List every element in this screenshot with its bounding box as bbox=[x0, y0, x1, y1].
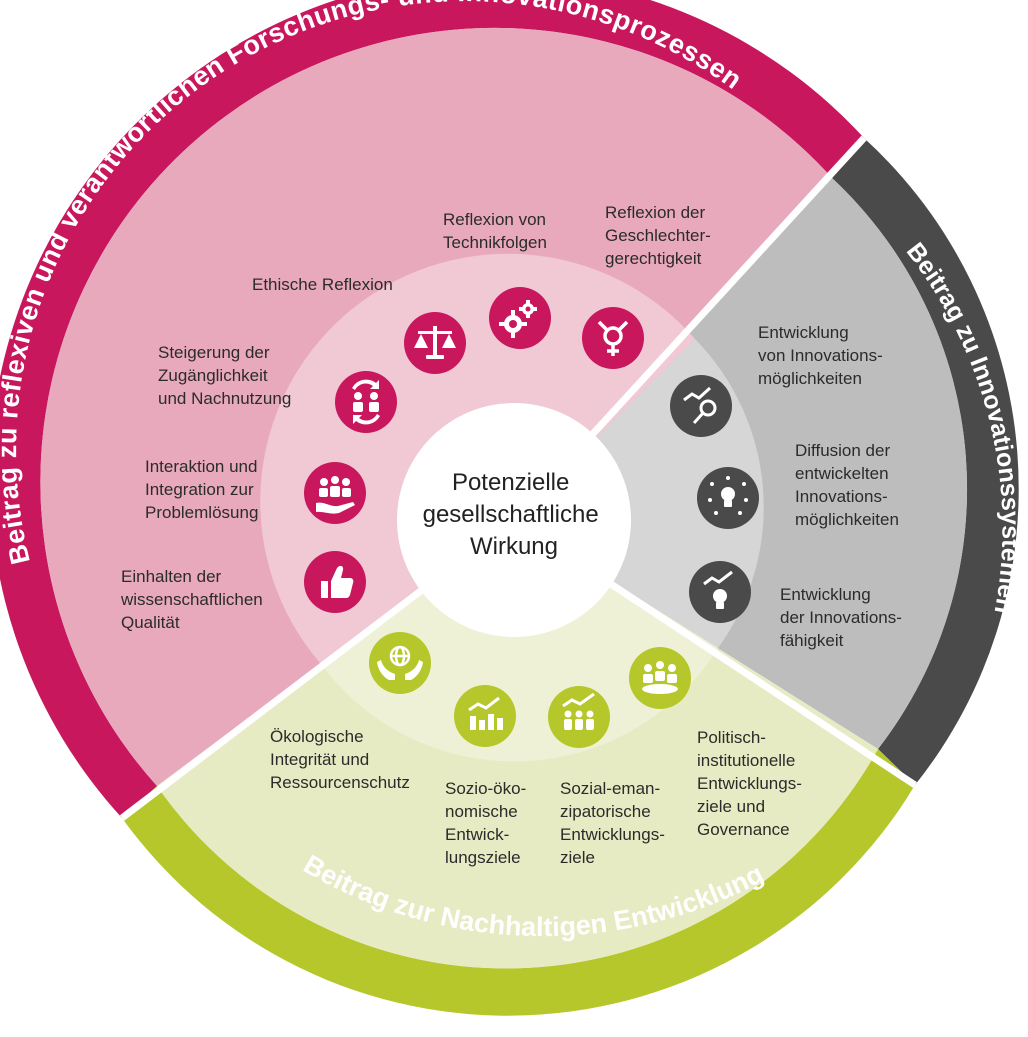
svg-text:Politisch- institutionel: Politisch- institutionelle Entwicklungs-… bbox=[697, 728, 807, 839]
svg-text:Reflexion der Geschlecht: Reflexion der Geschlechter- gerechtigkei… bbox=[605, 203, 716, 268]
item-social-emancipation-line-1: Sozial-eman- bbox=[560, 779, 660, 798]
svg-text:Ökologische Integrität u: Ökologische Integrität und Ressourcensch… bbox=[270, 727, 410, 792]
item-interaction-line-1: Interaktion und bbox=[145, 457, 257, 476]
center-line-3: Wirkung bbox=[470, 533, 558, 560]
item-socio-economic-line-1: Sozio-öko- bbox=[445, 779, 526, 798]
svg-text:Sozio-öko- nomische: Sozio-öko- nomische Entwick- lungsziele bbox=[445, 779, 531, 867]
svg-text:Diffusion der entwickelt: Diffusion der entwickelten Innovations- … bbox=[795, 441, 899, 529]
svg-text:Entwicklung der Innovati: Entwicklung der Innovations- fähigkeit bbox=[780, 585, 907, 650]
item-accessibility-line-3: und Nachnutzung bbox=[158, 389, 291, 408]
item-quality-line-2: wissenschaftlichen bbox=[120, 590, 263, 609]
item-social-emancipation-line-3: Entwicklungs- bbox=[560, 825, 665, 844]
item-ecology-line-3: Ressourcenschutz bbox=[270, 773, 410, 792]
item-quality-line-1: Einhalten der bbox=[121, 567, 222, 586]
ring-band-sustainable bbox=[122, 749, 915, 1016]
item-socio-economic-line-3: Entwick- bbox=[445, 825, 509, 844]
item-political-institutional-line-5: Governance bbox=[697, 820, 790, 839]
item-technology-line-2: Technikfolgen bbox=[443, 233, 547, 252]
item-political-institutional: Politisch- institutionelle Entwicklungs-… bbox=[629, 647, 807, 839]
item-political-institutional-line-1: Politisch- bbox=[697, 728, 766, 747]
item-innovation-opportunities: Entwicklung von Innovations- möglichkeit… bbox=[670, 323, 887, 437]
center-line-1: Potenzielle bbox=[452, 469, 569, 496]
item-social-emancipation-line-4: ziele bbox=[560, 848, 595, 867]
halo-sustainable bbox=[321, 520, 718, 762]
cycle-people-icon bbox=[335, 371, 397, 433]
item-accessibility-line-1: Steigerung der bbox=[158, 343, 270, 362]
item-innovation-capability-line-3: fähigkeit bbox=[780, 631, 844, 650]
svg-text:Ethische Reflexion: Ethische Reflexion bbox=[252, 275, 393, 294]
globe-hands-icon bbox=[369, 632, 431, 694]
gender-icon bbox=[582, 307, 644, 369]
item-ecology-line-1: Ökologische bbox=[270, 727, 364, 746]
item-innovation-capability-line-1: Entwicklung bbox=[780, 585, 871, 604]
item-ethics: Ethische Reflexion bbox=[252, 275, 466, 374]
item-innovation-diffusion: Diffusion der entwickelten Innovations- … bbox=[697, 441, 899, 529]
item-ecology-line-2: Integrität und bbox=[270, 750, 369, 769]
item-technology-line-1: Reflexion von bbox=[443, 210, 546, 229]
item-innovation-opportunities-line-1: Entwicklung bbox=[758, 323, 849, 342]
item-ecology: Ökologische Integrität und Ressourcensch… bbox=[270, 632, 431, 792]
item-quality: Einhalten der wissenschaftlichen Qualitä… bbox=[120, 551, 366, 632]
item-political-institutional-line-3: Entwicklungs- bbox=[697, 774, 802, 793]
svg-text:Interaktion und Integrat: Interaktion und Integration zur Probleml… bbox=[145, 457, 262, 522]
svg-text:Einhalten der wissenscha: Einhalten der wissenschaftlichen Qualitä… bbox=[120, 567, 267, 632]
bar-chart-icon bbox=[454, 685, 516, 747]
item-socio-economic-line-2: nomische bbox=[445, 802, 518, 821]
center-circle bbox=[397, 403, 631, 637]
item-innovation-diffusion-line-3: Innovations- bbox=[795, 487, 888, 506]
svg-text:Reflexion von Technikfol: Reflexion von Technikfolgen bbox=[443, 210, 551, 252]
ring-band-innovation bbox=[832, 138, 1019, 785]
item-social-emancipation: Sozial-eman- zipatorische Entwicklungs- … bbox=[548, 686, 670, 867]
item-political-institutional-line-2: institutionelle bbox=[697, 751, 795, 770]
item-innovation-capability-line-2: der Innovations- bbox=[780, 608, 902, 627]
svg-text:Steigerung der Zugänglic: Steigerung der Zugänglichkeit und Nachnu… bbox=[158, 343, 291, 408]
item-socio-economic-line-4: lungsziele bbox=[445, 848, 521, 867]
item-political-institutional-line-4: ziele und bbox=[697, 797, 765, 816]
item-gender-line-2: Geschlechter- bbox=[605, 226, 711, 245]
item-innovation-capability: Entwicklung der Innovations- fähigkeit bbox=[689, 561, 907, 650]
center-line-2: gesellschaftliche bbox=[423, 501, 599, 528]
item-socio-economic: Sozio-öko- nomische Entwick- lungsziele bbox=[445, 685, 531, 867]
item-ethics-line-1: Ethische Reflexion bbox=[252, 275, 393, 294]
svg-text:Entwicklung von Innovati: Entwicklung von Innovations- möglichkeit… bbox=[758, 323, 887, 388]
item-interaction-line-3: Problemlösung bbox=[145, 503, 258, 522]
item-innovation-diffusion-line-2: entwickelten bbox=[795, 464, 889, 483]
item-gender-line-3: gerechtigkeit bbox=[605, 249, 702, 268]
item-quality-line-3: Qualität bbox=[121, 613, 180, 632]
item-technology: Reflexion von Technikfolgen bbox=[443, 210, 551, 349]
svg-text:Sozial-eman- zipatorisch: Sozial-eman- zipatorische Entwicklungs- … bbox=[560, 779, 670, 867]
gears-icon bbox=[489, 287, 551, 349]
item-gender: Reflexion der Geschlechter- gerechtigkei… bbox=[582, 203, 716, 369]
ring-band-reflexive bbox=[0, 0, 864, 818]
item-gender-line-1: Reflexion der bbox=[605, 203, 706, 222]
item-interaction: Interaktion und Integration zur Probleml… bbox=[145, 457, 366, 524]
item-interaction-line-2: Integration zur bbox=[145, 480, 254, 499]
item-social-emancipation-line-2: zipatorische bbox=[560, 802, 651, 821]
item-accessibility-line-2: Zugänglichkeit bbox=[158, 366, 268, 385]
item-innovation-opportunities-line-2: von Innovations- bbox=[758, 346, 883, 365]
item-innovation-diffusion-line-4: möglichkeiten bbox=[795, 510, 899, 529]
item-accessibility: Steigerung der Zugänglichkeit und Nachnu… bbox=[158, 343, 397, 433]
center-title: Potenzielle gesellschaftliche Wirkung bbox=[423, 469, 606, 560]
item-innovation-diffusion-line-1: Diffusion der bbox=[795, 441, 890, 460]
item-innovation-opportunities-line-3: möglichkeiten bbox=[758, 369, 862, 388]
